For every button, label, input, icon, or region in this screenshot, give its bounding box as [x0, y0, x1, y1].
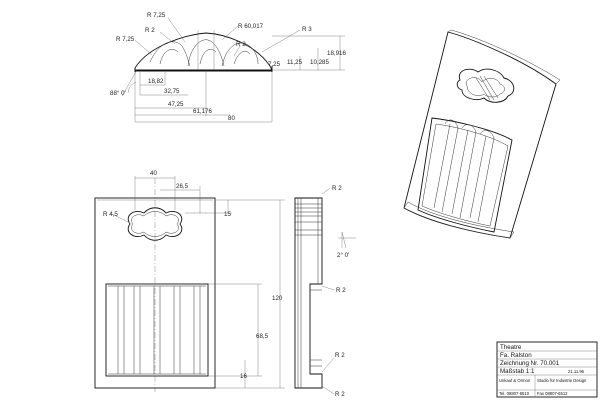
title-block-line1: Theatre [500, 344, 522, 351]
front-view: 40 26,5 R 4,5 15 120 68,5 16 [94, 170, 285, 392]
dim-angle-2: 2° 0' [337, 252, 349, 259]
title-block-firm-left: Unkauf & Ormon [499, 378, 531, 383]
title-block-date: 21.11.96 [568, 369, 585, 374]
dim-side-r2-4: R 2 [335, 391, 345, 398]
title-block-firm-right: Studio für Industrie Design [537, 378, 587, 383]
dim-10-285: 10,285 [310, 59, 329, 66]
title-block-line4: Maßstab 1:1 [500, 368, 535, 375]
hanger-slot [127, 207, 183, 241]
dim-r-7-25-left: R 7,25 [116, 36, 135, 43]
dim-r-60017: R 60,017 [238, 23, 264, 30]
title-block: Theatre Fa. Ralston Zeichnung Nr. 70.001… [496, 341, 598, 398]
top-view: R 7,25 R 2 R 60,017 R 7,25 R 2 R 3 18,91… [110, 12, 346, 123]
dim-r-2-a: R 2 [145, 27, 155, 34]
top-view-outline [134, 32, 273, 71]
dim-r-3: R 3 [302, 26, 312, 33]
isometric-hanger-slot [456, 68, 515, 103]
top-view-lobes [149, 39, 259, 67]
isometric-pocket [417, 117, 513, 233]
isometric-view [403, 29, 561, 239]
dim-16: 16 [240, 373, 247, 380]
dim-r-2-b: R 2 [236, 41, 246, 48]
dim-angle-88: 88° 0' [110, 90, 126, 97]
dim-61-176: 61,176 [193, 108, 212, 115]
dim-11-25: 11,25 [287, 59, 303, 66]
dim-7-25: 7,25 [268, 61, 281, 68]
side-view-outline [294, 197, 323, 389]
dim-side-r2-1: R 2 [332, 185, 342, 192]
dim-side-r2-2: R 2 [336, 287, 346, 294]
dim-80: 80 [228, 115, 235, 122]
title-block-line3: Zeichnung Nr. 70.001 [500, 360, 560, 367]
title-block-tel: Tel. 08807-6510 [499, 391, 530, 396]
dim-15: 15 [224, 211, 231, 218]
dim-18-916: 18,916 [327, 50, 346, 57]
isometric-outline [403, 31, 557, 239]
dim-side-r2-3: R 2 [335, 352, 345, 359]
lower-pocket [105, 283, 209, 377]
dim-120: 120 [272, 295, 283, 302]
dim-18-82: 18,82 [148, 78, 164, 85]
title-block-line2: Fa. Ralston [500, 352, 532, 359]
dim-26-5: 26,5 [176, 183, 189, 190]
dim-40: 40 [150, 170, 157, 177]
dim-32-75: 32,75 [164, 88, 180, 95]
dim-r-7-25-top: R 7,25 [147, 12, 166, 19]
dim-r-4-5: R 4,5 [103, 211, 118, 218]
title-block-fax: Fax 08807-6512 [537, 391, 568, 396]
dim-68-5: 68,5 [256, 333, 269, 340]
side-view: R 2 R 2 R 2 R 2 2° 0' [294, 185, 356, 398]
dim-47-25: 47,25 [168, 101, 184, 108]
